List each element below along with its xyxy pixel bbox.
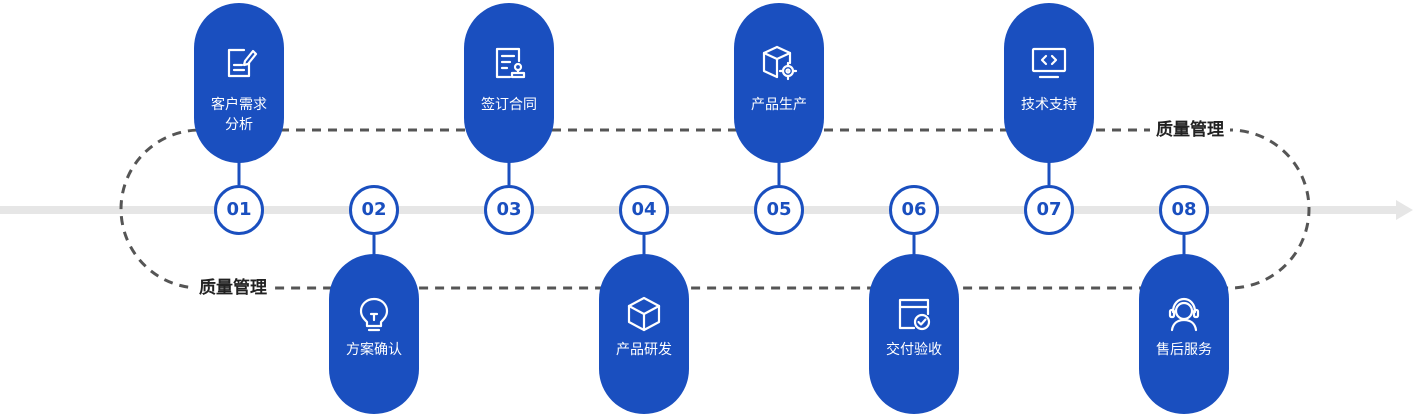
- step-card-06: 交付验收: [869, 254, 959, 414]
- window-check-icon: [892, 292, 936, 336]
- step-node-08: 08: [1159, 185, 1209, 235]
- step-card-08: 售后服务: [1139, 254, 1229, 414]
- step-card-02: 方案确认: [329, 254, 419, 414]
- quality-label-right: 质量管理: [1150, 119, 1230, 141]
- step-card-01: 客户需求 分析: [194, 3, 284, 163]
- step-card-04: 产品研发: [599, 254, 689, 414]
- contract-seal-icon: [487, 41, 531, 85]
- box-gear-icon: [757, 41, 801, 85]
- step-label-01: 客户需求 分析: [211, 97, 267, 133]
- step-node-07: 07: [1024, 185, 1074, 235]
- step-node-01: 01: [214, 185, 264, 235]
- step-node-04: 04: [619, 185, 669, 235]
- step-label-05: 产品生产: [751, 97, 807, 113]
- step-label-04: 产品研发: [616, 342, 672, 358]
- step-label-03: 签订合同: [481, 97, 537, 113]
- edit-document-icon: [217, 41, 261, 85]
- step-label-02: 方案确认: [346, 342, 402, 358]
- step-node-05: 05: [754, 185, 804, 235]
- monitor-code-icon: [1027, 41, 1071, 85]
- step-card-07: 技术支持: [1004, 3, 1094, 163]
- step-node-06: 06: [889, 185, 939, 235]
- timeline-arrow: [1396, 200, 1413, 220]
- step-node-03: 03: [484, 185, 534, 235]
- step-label-07: 技术支持: [1021, 97, 1077, 113]
- step-label-06: 交付验收: [886, 342, 942, 358]
- cube-icon: [622, 292, 666, 336]
- step-card-05: 产品生产: [734, 3, 824, 163]
- lightbulb-icon: [352, 292, 396, 336]
- quality-loop: [119, 128, 1311, 290]
- step-label-08: 售后服务: [1156, 342, 1212, 358]
- step-card-03: 签订合同: [464, 3, 554, 163]
- step-node-02: 02: [349, 185, 399, 235]
- headset-person-icon: [1162, 292, 1206, 336]
- quality-label-left: 质量管理: [193, 277, 273, 299]
